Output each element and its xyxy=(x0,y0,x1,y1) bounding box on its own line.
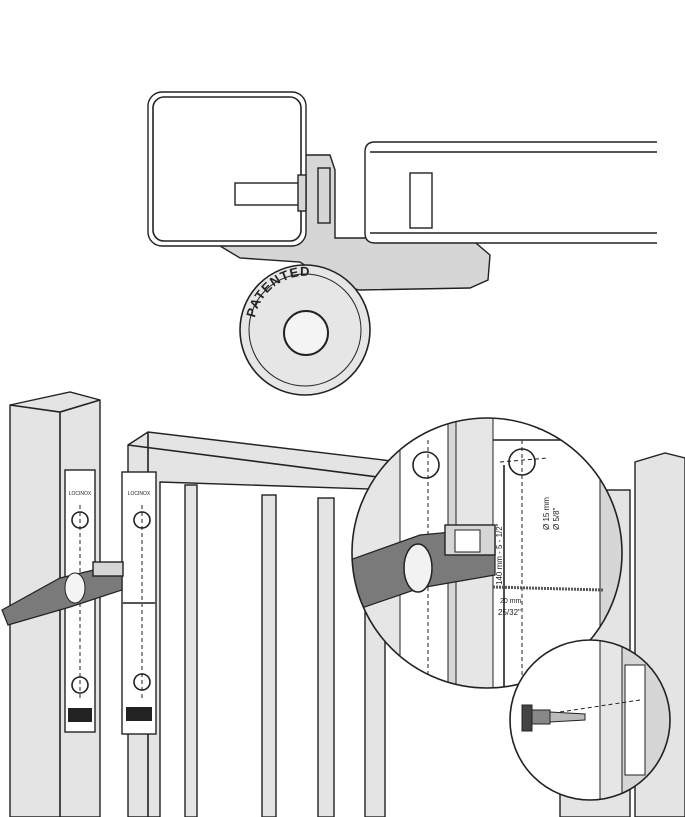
gate-frame xyxy=(127,431,401,817)
offset-in: 25/32" xyxy=(498,608,521,617)
brand-label: LOCINOX xyxy=(535,412,583,422)
spirit-level xyxy=(1,561,124,626)
screw-head xyxy=(521,704,533,732)
left-post-section xyxy=(147,91,307,247)
hole-diameter-mm: Ø 15 mm xyxy=(542,497,551,530)
svg-text:LOCINOX: LOCINOX xyxy=(69,491,92,497)
gate-closer: PATENTED xyxy=(147,91,657,396)
drilling-template-gate: LOCINOX xyxy=(121,471,157,735)
detail-magnifier: LOCINOX MAMMOTH 180 140 mm - 5 - 1/2" Ø … xyxy=(351,412,623,689)
height-dimension: 140 mm - 5 - 1/2" xyxy=(495,523,504,585)
disc-center xyxy=(283,310,329,356)
gate-assembly: LOCINOX LOCINOX xyxy=(1,391,685,817)
fixing-plate xyxy=(234,182,301,206)
svg-text:LOCINOX: LOCINOX xyxy=(128,491,151,497)
screw-thread-icon xyxy=(549,711,586,723)
right-gate-section xyxy=(364,141,657,244)
hole-diameter-in: Ø 5/8" xyxy=(552,507,561,530)
offset-mm: 20 mm xyxy=(500,598,522,605)
